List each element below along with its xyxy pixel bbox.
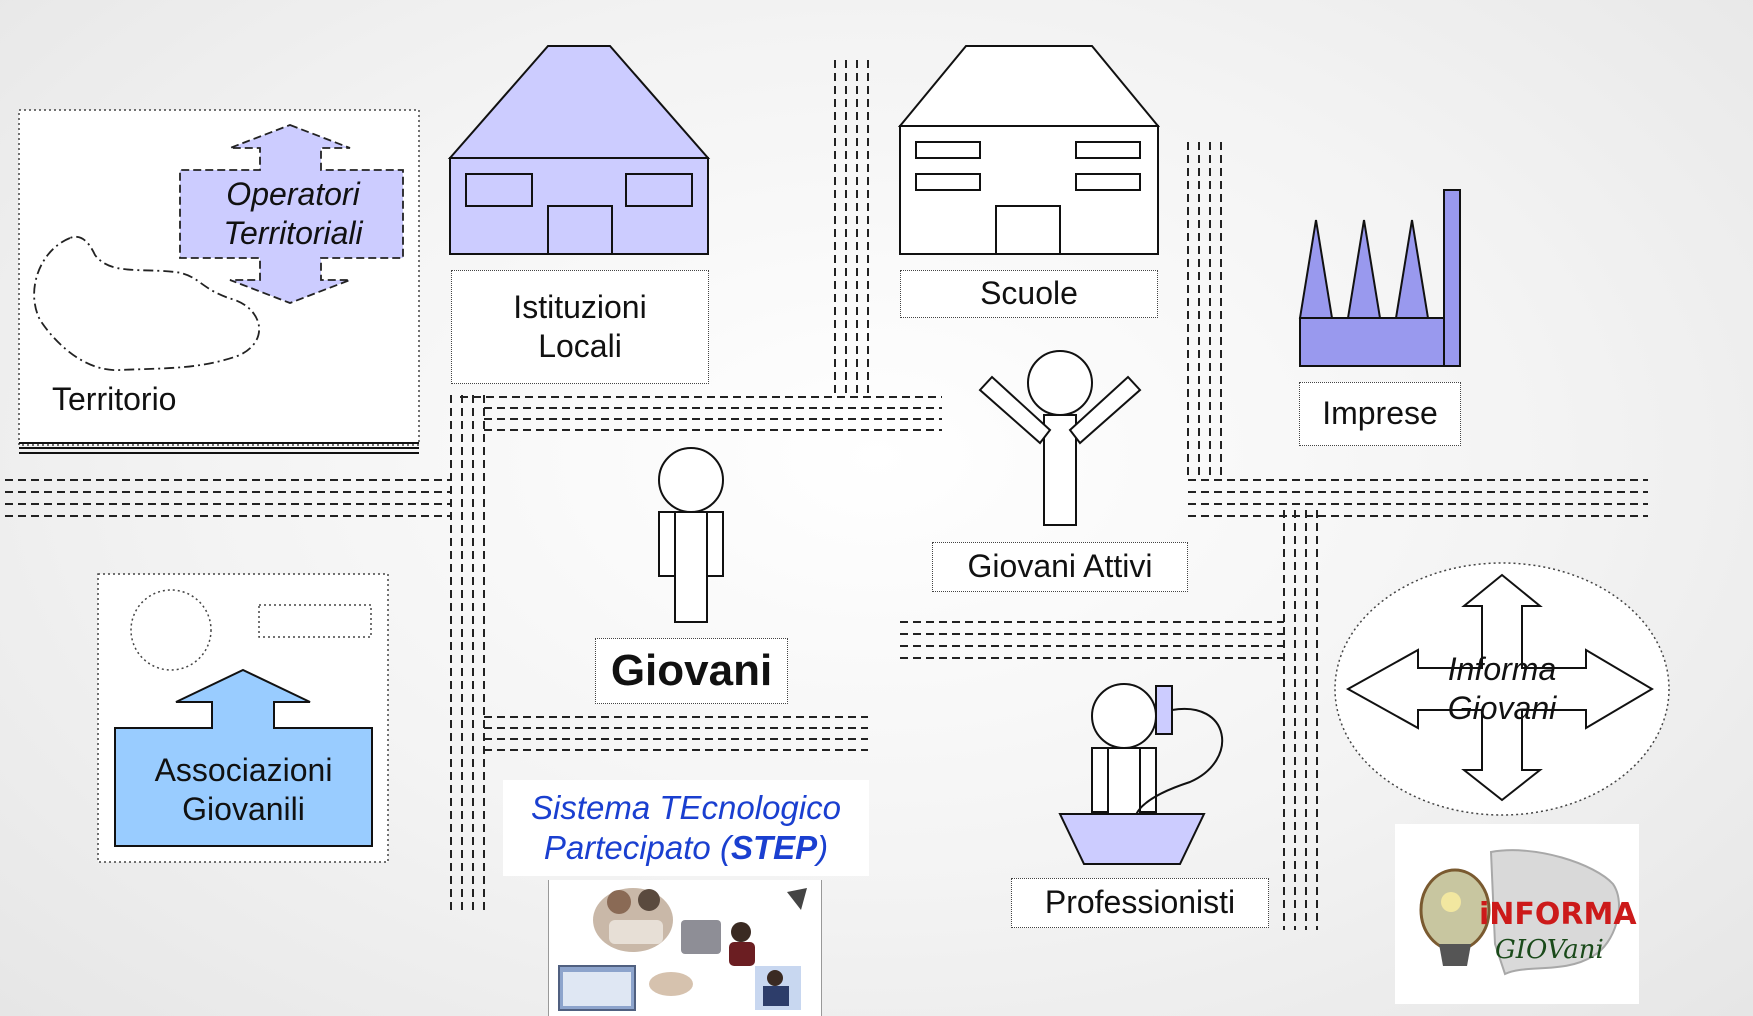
road-lower-horizontal [484,716,868,751]
step-label: Sistema TEcnologico Partecipato (STEP) [503,780,869,876]
associazioni-arrow-icon [114,668,373,847]
imprese-label: Imprese [1299,382,1461,446]
imprese-factory-icon [1298,189,1461,367]
associazioni-panel [97,573,389,863]
associazioni-line2: Giovanili [182,791,305,827]
giovani-person-icon [658,447,724,623]
logo-word1: iNFORMA [1479,897,1637,932]
operatori-line2: Territoriali [223,215,363,251]
istituzioni-building-icon [447,45,711,255]
step-line2: Partecipato (STEP) [543,829,829,866]
road-main-vertical [450,395,485,910]
territorio-label: Territorio [52,381,177,418]
road-right-horizontal [1188,479,1648,517]
informa-cross-arrow-icon [1345,573,1654,802]
associazioni-giovanili-label: Associazioni Giovanili [115,740,372,840]
informagiovani-logo: iNFORMA GIOVani [1395,824,1639,1004]
istituzioni-locali-label: Istituzioni Locali [451,270,709,384]
logo-word2: GIOVani [1495,935,1604,965]
giovani-attivi-label: Giovani Attivi [932,542,1188,592]
step-collage-image [558,888,807,1011]
road-right-upper-vertical [1187,142,1222,480]
informa-line1: Informa [1447,650,1557,687]
associazioni-bar-icon [258,604,372,638]
step-line1: Sistema TEcnologico [531,788,841,826]
scuole-building-icon [897,45,1161,255]
operatori-territoriali-label: Operatori Territoriali [190,172,396,256]
professionisti-label: Professionisti [1011,878,1269,928]
associazioni-line1: Associazioni [154,751,333,788]
istituzioni-line1: Istituzioni [513,288,647,325]
road-middle-right-horizontal [900,621,1284,659]
territorio-panel [18,109,420,454]
associazioni-circle-icon [130,589,212,671]
road-top-vertical [834,60,869,397]
informa-giovani-ellipse [1334,562,1670,816]
istituzioni-line2: Locali [538,328,622,364]
roads [5,60,1648,930]
operatori-cross-arrow-icon [179,124,404,304]
giovani-attivi-person-icon [978,350,1142,526]
scuole-label: Scuole [900,270,1158,318]
informa-line2: Giovani [1447,690,1557,726]
logo-image: iNFORMA GIOVani [1419,849,1637,976]
road-right-lower-vertical [1283,510,1318,930]
road-upper-horizontal [460,396,942,431]
step-photo-collage [548,880,822,1016]
informa-giovani-label: Informa Giovani [1424,644,1580,734]
professionisti-person-icon [1058,683,1224,865]
operatori-line1: Operatori [226,175,360,212]
giovani-label: Giovani [595,638,788,704]
road-left-horizontal [5,479,452,517]
step-acronym: STEP [730,829,818,866]
